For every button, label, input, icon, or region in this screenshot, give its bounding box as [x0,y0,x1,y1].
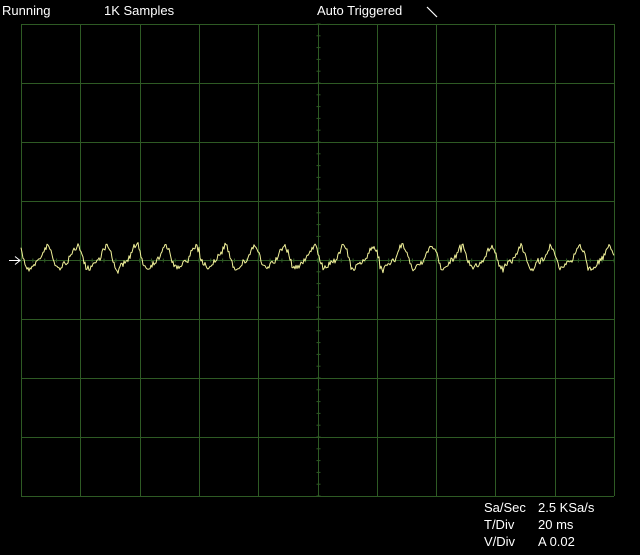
channel-marker-arrow [9,256,21,265]
sample-rate-row: Sa/Sec 2.5 KSa/s [484,499,634,516]
run-state-label: Running [2,3,51,18]
time-div-row: T/Div 20 ms [484,516,634,533]
sample-count-label: 1K Samples [104,3,175,18]
time-div-label: T/Div [484,517,515,532]
falling-slope-icon [426,6,438,18]
sample-rate-value: 2.5 KSa/s [538,500,595,515]
time-div-value: 20 ms [538,517,574,532]
arrow-right-icon [9,256,21,265]
volt-div-label: V/Div [484,534,516,549]
volt-div-row: V/Div A 0.02 [484,533,634,550]
sample-rate-label: Sa/Sec [484,500,526,515]
trigger-mode-label: Auto Triggered [317,3,403,18]
measurement-readout: Sa/Sec 2.5 KSa/s T/Div 20 ms V/Div A 0.02 [484,499,634,550]
waveform-trace [20,242,615,274]
volt-div-value: A 0.02 [538,534,575,549]
